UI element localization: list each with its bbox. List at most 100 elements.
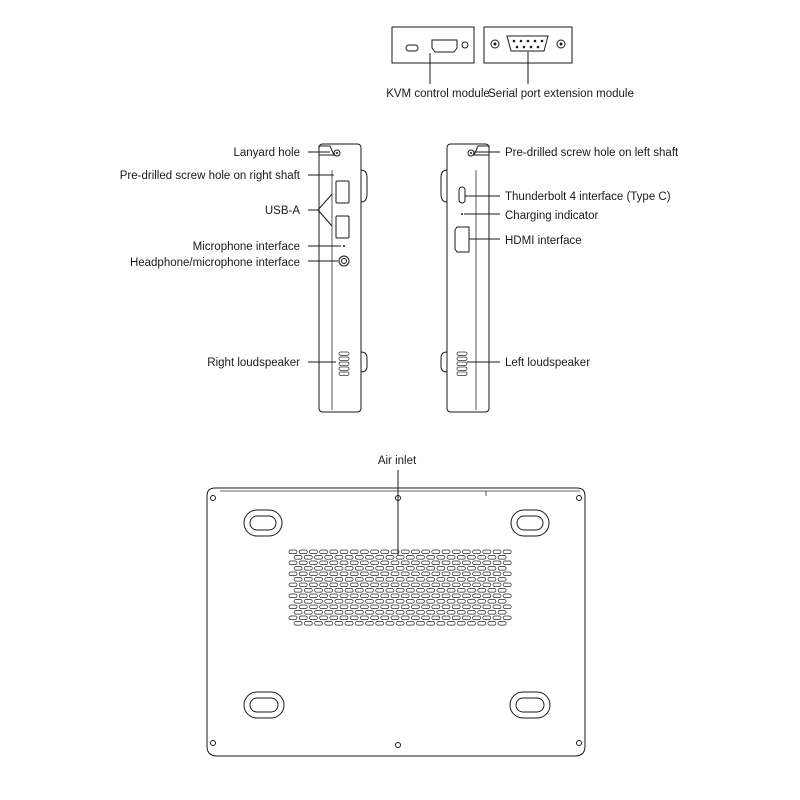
vent-slot: [472, 549, 481, 554]
vent-slot: [298, 560, 308, 565]
kvm-hdmi-port: [431, 39, 458, 53]
vent-slot: [441, 582, 451, 587]
vent-slot: [349, 560, 359, 565]
vent-slot: [426, 621, 436, 626]
vent-slot: [416, 566, 425, 571]
vent-slot: [360, 582, 369, 587]
vent-slot: [360, 571, 369, 576]
vent-slot: [472, 615, 481, 620]
vent-slot: [462, 571, 471, 576]
screw-bottom-left: [210, 740, 216, 746]
vent-slot: [375, 588, 385, 593]
vent-slot: [334, 555, 344, 560]
vent-slot: [380, 549, 390, 554]
charging-indicator-led: [461, 213, 463, 215]
bottom-view: [206, 487, 586, 757]
microphone-hole: [343, 245, 345, 247]
vent-slot: [431, 615, 441, 620]
vent-slot: [309, 560, 318, 565]
screw-hole-left-label: Pre-drilled screw hole on left shaft: [505, 147, 679, 159]
air-inlet-vent-grid: [288, 549, 512, 626]
vent-slot: [411, 604, 420, 609]
left-speaker-grille: [456, 351, 468, 376]
vent-slot: [329, 615, 339, 620]
vent-slot: [319, 582, 328, 587]
vent-slot: [426, 566, 436, 571]
vent-slot: [405, 599, 415, 604]
vent-slot: [487, 566, 497, 571]
vent-slot: [467, 588, 476, 593]
vent-slot: [492, 615, 502, 620]
vent-slot: [467, 610, 476, 615]
vent-slot: [502, 571, 512, 576]
right-speaker-grille: [338, 351, 350, 376]
vent-slot: [477, 610, 487, 615]
vent-slot: [467, 599, 476, 604]
vent-slot: [360, 560, 369, 565]
right-side-body: [318, 143, 362, 413]
vent-slot: [390, 571, 400, 576]
vent-slot: [426, 588, 436, 593]
vent-slot: [375, 599, 385, 604]
right-side-foot-top: [360, 169, 368, 203]
vent-slot: [411, 560, 420, 565]
rubber-foot-bottom-right: [509, 691, 551, 719]
vent-slot: [360, 615, 369, 620]
vent-slot: [416, 599, 425, 604]
usb-a-port-2: [335, 215, 350, 239]
vent-slot: [293, 621, 303, 626]
vent-slot: [390, 593, 400, 598]
headphone-mic-label: Headphone/microphone interface: [130, 257, 300, 269]
vent-slot: [344, 599, 354, 604]
vent-slot: [441, 560, 451, 565]
left-side-foot-bottom: [440, 351, 448, 373]
thunderbolt-port: [458, 186, 466, 204]
vent-slot: [502, 615, 512, 620]
vent-slot: [421, 571, 430, 576]
vent-slot: [360, 604, 369, 609]
vent-slot: [405, 588, 415, 593]
vent-slot: [288, 615, 298, 620]
vent-slot: [303, 599, 313, 604]
vent-slot: [395, 555, 405, 560]
vent-slot: [441, 593, 451, 598]
vent-slot: [497, 588, 507, 593]
vent-slot: [334, 610, 344, 615]
vent-slot: [293, 555, 303, 560]
air-inlet-label: Air inlet: [378, 455, 417, 467]
vent-slot: [314, 577, 323, 582]
vent-slot: [334, 588, 344, 593]
vent-slot: [482, 549, 492, 554]
vent-slot: [395, 621, 405, 626]
vent-slot: [314, 588, 323, 593]
vent-slot: [467, 555, 476, 560]
vent-slot: [436, 621, 446, 626]
left-side-body: [446, 143, 490, 413]
left-side-view: [440, 143, 500, 413]
vent-slot: [451, 593, 461, 598]
vent-slot: [288, 560, 298, 565]
vent-slot: [456, 555, 466, 560]
vent-slot: [502, 560, 512, 565]
vent-slot: [324, 566, 334, 571]
vent-slot: [492, 604, 502, 609]
vent-slot: [288, 549, 298, 554]
vent-slot: [349, 571, 359, 576]
rubber-foot-top-right: [510, 509, 550, 537]
vent-slot: [329, 593, 339, 598]
vent-slot: [370, 549, 379, 554]
vent-slot: [446, 621, 456, 626]
vent-slot: [365, 610, 374, 615]
vent-slot: [462, 582, 471, 587]
vent-slot: [324, 621, 334, 626]
vent-slot: [303, 621, 313, 626]
vent-slot: [416, 577, 425, 582]
vent-slot: [293, 577, 303, 582]
kvm-control-module: [391, 26, 475, 84]
vent-slot: [400, 615, 410, 620]
vent-slot: [385, 599, 395, 604]
vent-slot: [451, 604, 461, 609]
vent-slot: [446, 610, 456, 615]
vent-slot: [462, 615, 471, 620]
